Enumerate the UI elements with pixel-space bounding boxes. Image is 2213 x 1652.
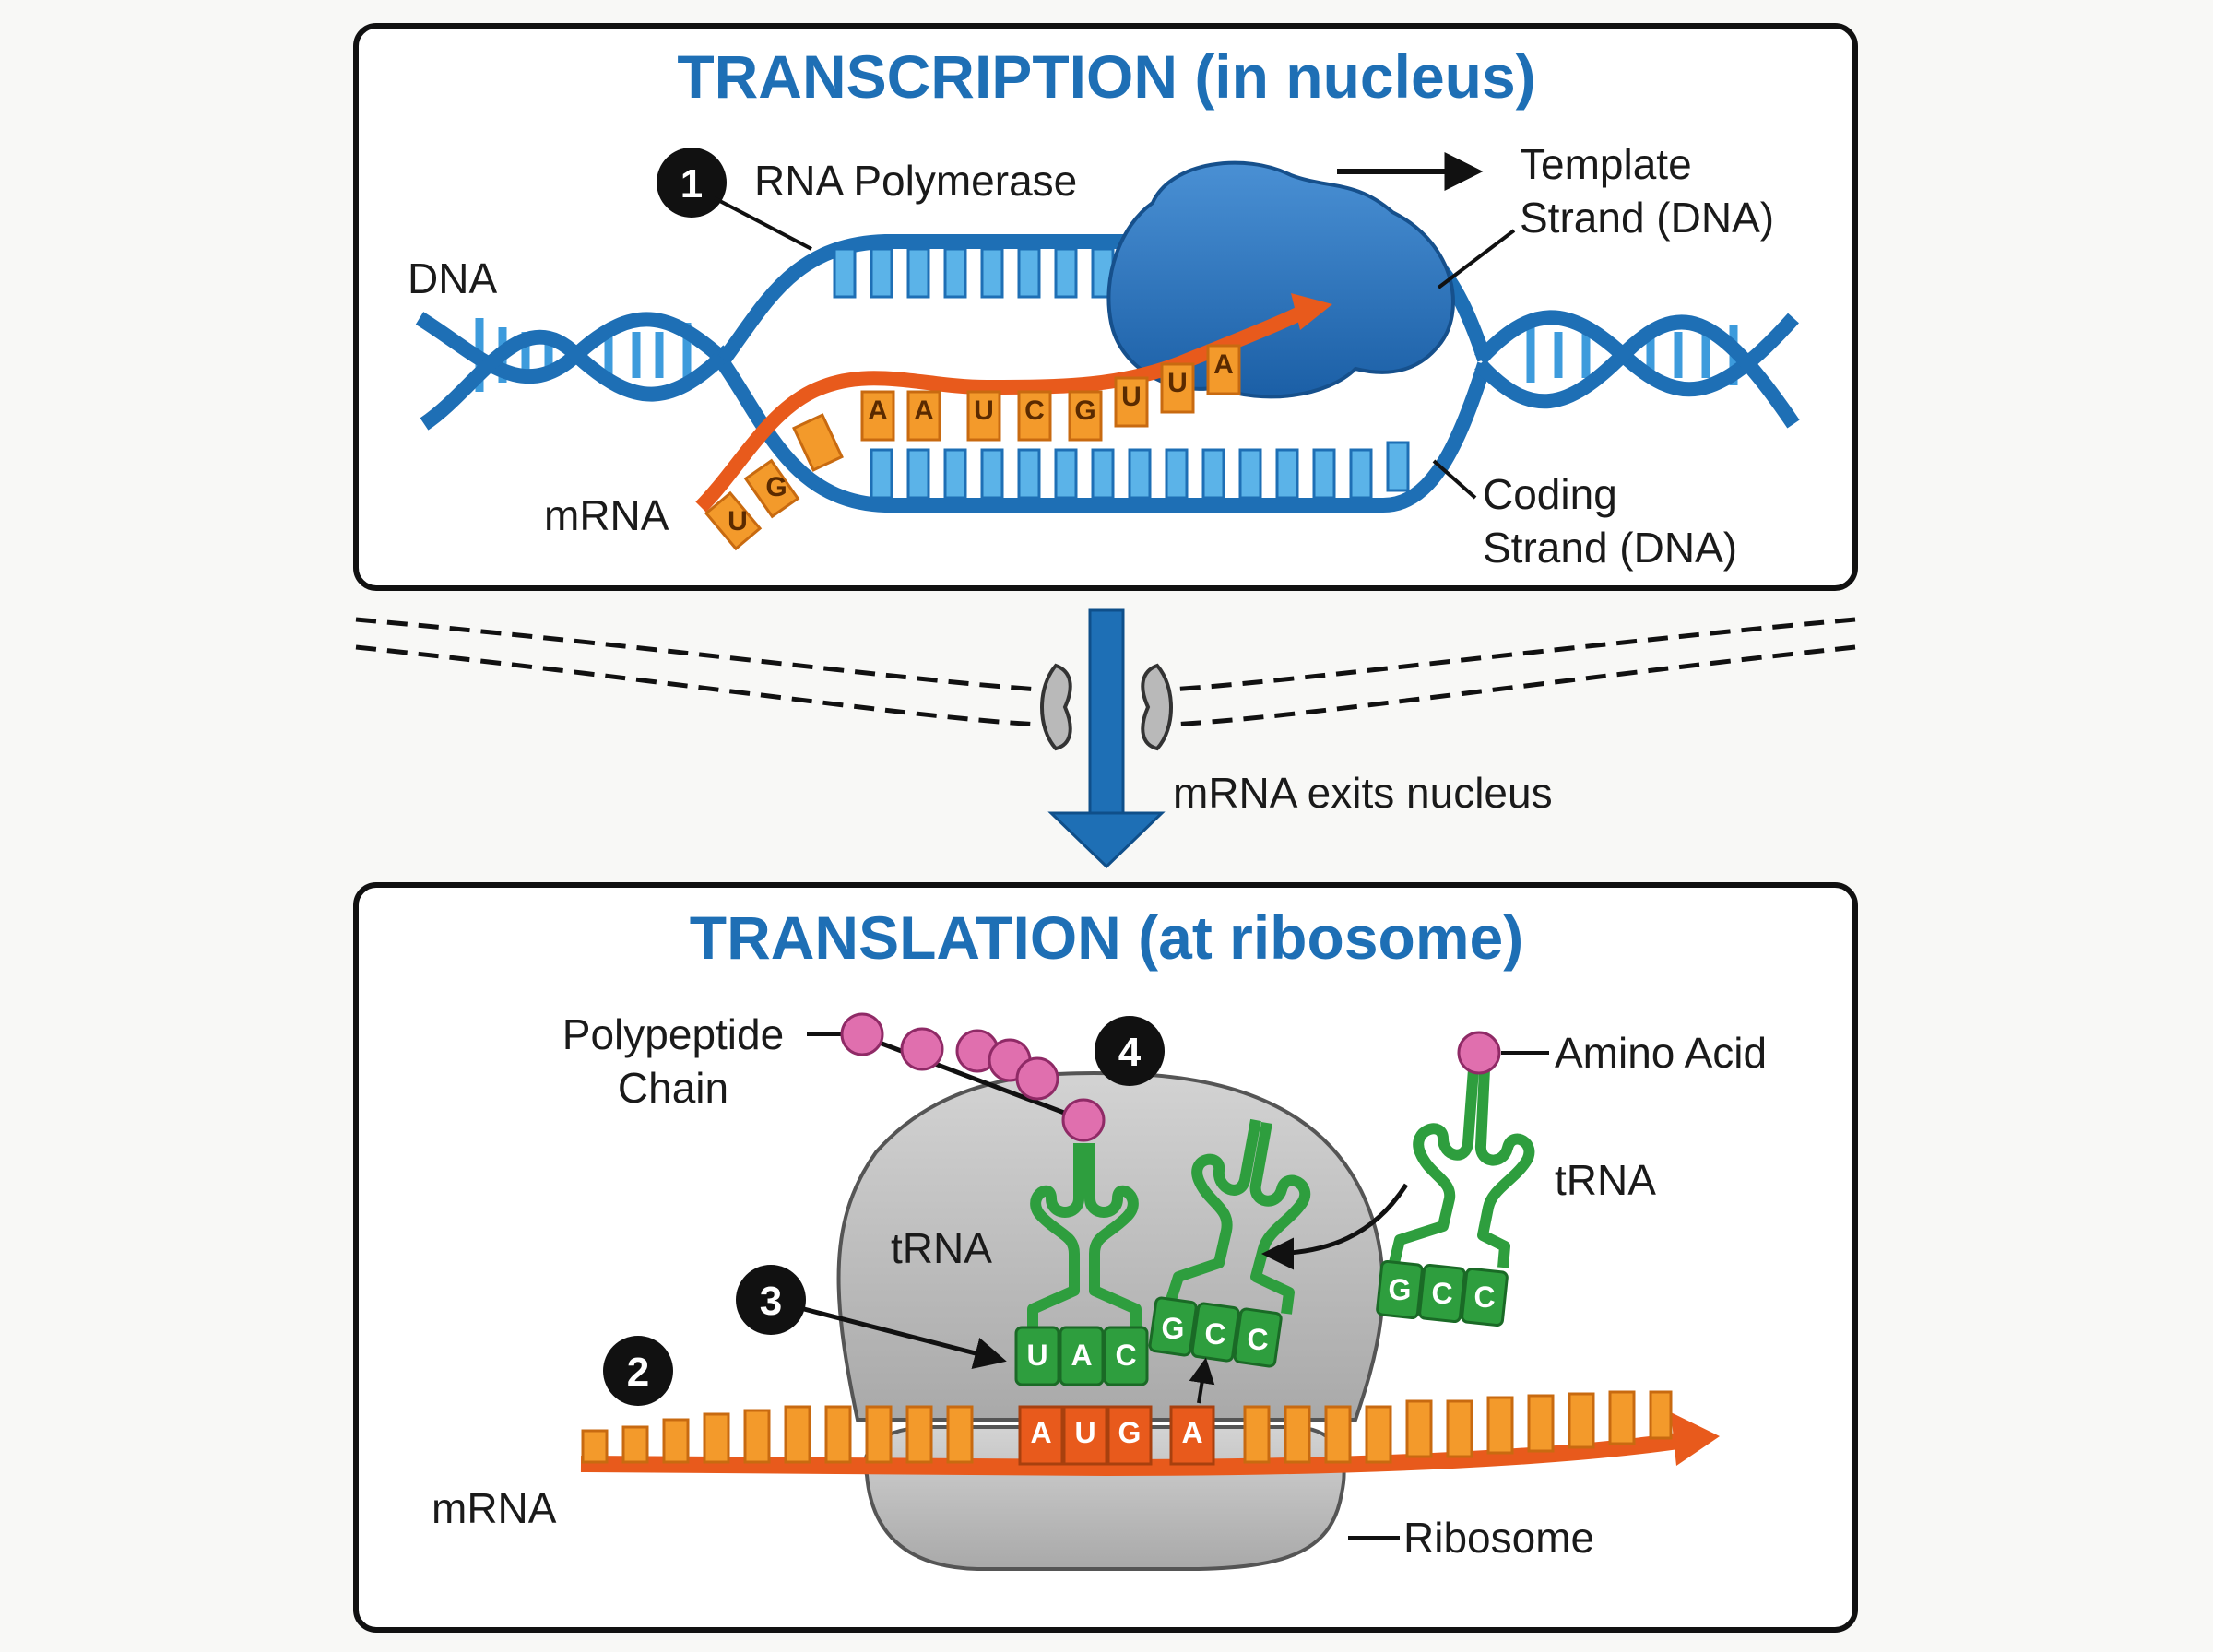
trna-3-anticodon: G C C (1376, 1259, 1509, 1328)
nuclear-pore (1040, 663, 1173, 751)
translation-title: TRANSLATION (at ribosome) (690, 903, 1523, 972)
mrna-codon-teeth (581, 1390, 1673, 1464)
step-4-badge (1095, 1016, 1165, 1086)
svg-text:U: U (974, 395, 994, 426)
svg-text:A: A (1071, 1339, 1092, 1372)
svg-text:G: G (1162, 1312, 1185, 1345)
trna-2-anticodon: G C C (1148, 1296, 1283, 1368)
mrna-exits-label: mRNA exits nucleus (1173, 769, 1553, 817)
trna-1 (1027, 1143, 1142, 1328)
svg-text:G: G (1389, 1273, 1412, 1306)
step-1-number: 1 (680, 161, 703, 206)
svg-text:C: C (1115, 1339, 1136, 1372)
translation-mrna-arrowhead (1671, 1412, 1720, 1466)
svg-text:A: A (1030, 1416, 1051, 1449)
mrna-codon: A U G A (1018, 1405, 1215, 1466)
svg-text:A: A (1213, 349, 1234, 380)
svg-text:C: C (1431, 1277, 1452, 1310)
transcription-mrna-label: mRNA (544, 491, 669, 539)
svg-text:C: C (1473, 1280, 1495, 1314)
svg-text:G: G (765, 472, 787, 502)
template-strand-label-1: Template (1520, 140, 1692, 188)
nuclear-envelope (355, 617, 1856, 727)
svg-text:U: U (728, 506, 748, 537)
svg-text:A: A (868, 395, 888, 426)
mrna-arrowhead (1291, 293, 1332, 330)
svg-text:U: U (1026, 1339, 1047, 1372)
step-1-badge (657, 148, 727, 218)
step-3-badge (736, 1265, 806, 1335)
rna-polymerase (1106, 160, 1455, 399)
svg-text:C: C (1204, 1317, 1225, 1351)
svg-text:C: C (1024, 395, 1045, 426)
ribosome-label: Ribosome (1403, 1514, 1594, 1562)
mrna-bases (704, 344, 1241, 551)
amino-acid-label: Amino Acid (1555, 1029, 1767, 1077)
coding-strand-label-1: Coding (1483, 470, 1617, 518)
step-3-arrow (803, 1306, 1007, 1369)
transcription-title: TRANSCRIPTION (in nucleus) (677, 42, 1535, 111)
dna-helix-right (1474, 310, 1800, 429)
mrna-base-letters: U G A A U C G U U A (728, 349, 1234, 537)
svg-text:U: U (1121, 382, 1142, 412)
svg-text:G: G (1118, 1416, 1142, 1449)
svg-text:A: A (914, 395, 934, 426)
step-2-number: 2 (627, 1350, 649, 1395)
svg-text:U: U (1074, 1416, 1095, 1449)
template-strand-leader (1437, 229, 1516, 289)
translation-mrna-label: mRNA (432, 1484, 557, 1532)
svg-text:A: A (1181, 1416, 1202, 1449)
polypeptide-chain (807, 1012, 1106, 1142)
polypeptide-label-2: Chain (618, 1064, 728, 1112)
translation-mrna (580, 1433, 1680, 1477)
trna-label-right: tRNA (1555, 1156, 1656, 1204)
rna-polymerase-label: RNA Polymerase (754, 157, 1077, 205)
template-strand (717, 234, 1492, 364)
svg-text:G: G (1074, 395, 1095, 426)
rna-polymerase-leader (714, 196, 812, 251)
coding-strand-label-2: Strand (DNA) (1483, 524, 1737, 572)
codon-pairing-arrow (1189, 1357, 1215, 1404)
svg-text:C: C (1247, 1323, 1268, 1356)
template-strand-label-2: Strand (DNA) (1520, 194, 1774, 242)
exit-arrow (1047, 608, 1166, 869)
trna-entry-arrow (1261, 1183, 1409, 1270)
trna-2 (1166, 1118, 1311, 1315)
trna-3 (1389, 1068, 1535, 1268)
dna-label: DNA (408, 254, 497, 302)
amino-acid (1457, 1031, 1501, 1075)
trna-label-left: tRNA (891, 1224, 992, 1272)
polypeptide-label-1: Polypeptide (562, 1010, 784, 1058)
step-4-number: 4 (1118, 1030, 1142, 1075)
trna-1-anticodon: U A C (1014, 1326, 1149, 1386)
step-2-badge (603, 1336, 673, 1406)
svg-text:U: U (1167, 368, 1188, 398)
coding-strand (717, 360, 1492, 513)
coding-strand-bases (870, 441, 1410, 500)
coding-strand-leader (1432, 459, 1477, 500)
step-3-number: 3 (760, 1279, 782, 1324)
dna-helix-left (415, 312, 734, 431)
